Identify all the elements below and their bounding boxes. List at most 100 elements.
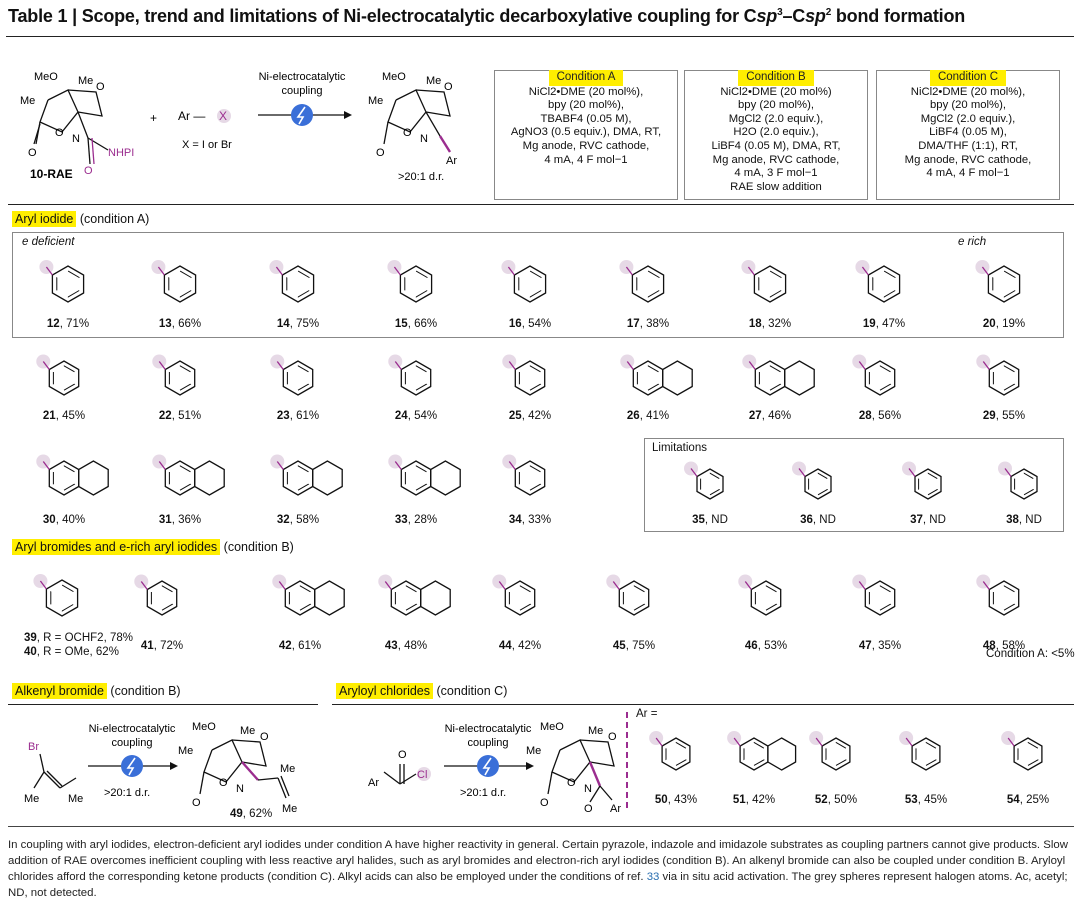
structure-53 [899,731,941,771]
structure-43 [378,574,451,616]
svg-text:Me: Me [78,75,93,87]
svg-text:MeO: MeO [34,71,58,83]
svg-text:Me: Me [68,793,83,805]
svg-text:coupling: coupling [468,737,509,749]
structure-46 [738,574,782,616]
row5-labels: 50, 43%51, 42%52, 50%53, 45%54, 25% [630,794,1070,810]
cmpd-37-label: 37, ND [910,514,946,526]
cmpd-49-label: 49, 62% [230,808,273,820]
svg-text:O: O [403,127,412,139]
halogen-sphere [727,731,742,745]
cmpd-15-label: 15, 66% [394,318,438,330]
section-alkenyl: Alkenyl bromide (condition B) [12,683,181,699]
cmpd-33-label: 33, 28% [394,514,438,526]
structure-44 [492,574,536,616]
cmpd-20-label: 20, 19% [982,318,1026,330]
row1-structures [39,260,1021,303]
table-title: Table 1 | Scope, trend and limitations o… [8,6,966,26]
svg-text:O: O [398,749,407,761]
svg-text:O: O [444,81,453,93]
section-aryl-iodide: Aryl iodide (condition A) [12,211,149,227]
structure-28 [852,354,896,396]
cmpd-40-label: 40, R = OMe, 62% [24,646,119,658]
structure-18 [741,260,787,303]
electro-bolt-icon [477,755,499,777]
e-rich-label: e rich [958,236,987,248]
svg-text:O: O [55,127,64,139]
row3-structures [36,454,546,496]
structure-50 [649,731,691,771]
halogen-sphere [649,731,664,745]
structure-13 [151,260,197,303]
cmpd-50-label: 50, 43% [654,794,698,806]
svg-text:10-RAE: 10-RAE [30,167,73,181]
svg-text:N: N [584,783,592,795]
ar-equals-label: Ar = [636,708,658,720]
structure-48 [976,574,1020,616]
cmpd-28-label: 28, 56% [858,410,902,422]
row4-structures [33,574,1020,617]
structure-51 [727,731,797,771]
svg-text:O: O [584,803,593,815]
structure-19 [855,260,901,303]
cmpd-54-label: 54, 25% [1006,794,1050,806]
svg-text:Br: Br [28,741,39,753]
cmpd-23-label: 23, 61% [276,410,320,422]
limitations-label: Limitations [652,442,707,454]
cmpd-31-label: 31, 36% [158,514,202,526]
structure-33 [388,454,461,496]
svg-text:>20:1 d.r.: >20:1 d.r. [398,171,444,183]
svg-text:coupling: coupling [112,737,153,749]
structure-34 [502,454,546,496]
structure-27 [742,354,815,396]
structure-37 [902,461,942,500]
cmpd-30-label: 30, 40% [42,514,86,526]
section-aryloyl: Aryloyl chlorides (condition C) [336,683,507,699]
structure-23 [270,354,314,396]
cmpd-24-label: 24, 54% [394,410,438,422]
svg-text:MeO: MeO [540,721,564,733]
svg-text:Me: Me [588,725,603,737]
dashed-divider [626,712,628,808]
limitations-structures [684,461,1038,500]
e-deficient-box [12,232,1064,338]
electro-bolt-icon [291,104,313,126]
svg-text:O: O [219,777,228,789]
cmpd-53-label: 53, 45% [904,794,948,806]
structure-47 [852,574,896,616]
electro-bolt-icon [121,755,143,777]
svg-text:Ar: Ar [446,155,457,167]
row2-structures [36,354,1020,396]
svg-text:O: O [540,797,549,809]
svg-text:>20:1 d.r.: >20:1 d.r. [460,787,506,799]
cmpd-19-label: 19, 47% [862,318,906,330]
svg-text:>20:1 d.r.: >20:1 d.r. [104,787,150,799]
alkenyl-rule [8,704,318,705]
aryloyl-rule [332,704,1074,705]
structure-12 [39,260,85,303]
svg-text:N: N [236,783,244,795]
figure-caption: In coupling with aryl iodides, electron-… [8,839,1068,899]
structure-25 [502,354,546,396]
section-aryl-bromides: Aryl bromides and e-rich aryl iodides (c… [12,539,294,555]
svg-text:Ar: Ar [610,803,621,815]
structure-21 [36,354,80,396]
cmpd-12-label: 12, 71% [46,318,90,330]
scheme-rule [8,204,1074,205]
cmpd-42-label: 42, 61% [278,640,322,652]
cmpd-44-label: 44, 42% [498,640,542,652]
limitations-box [644,438,1064,532]
svg-text:Ni-electrocatalytic: Ni-electrocatalytic [259,71,346,83]
structure-31 [152,454,225,496]
svg-text:O: O [376,147,385,159]
ref-link[interactable]: 33 [646,871,660,883]
structure-32 [270,454,343,496]
svg-text:coupling: coupling [282,85,323,97]
svg-text:N: N [420,133,428,145]
structure-45 [606,574,650,616]
cmpd-43-label: 43, 48% [384,640,428,652]
svg-text:Ni-electrocatalytic: Ni-electrocatalytic [445,723,532,735]
cmpd-17-label: 17, 38% [626,318,670,330]
reaction-scheme: MeO Me Me O O N O O NHPI 10-RAE + Ar — X… [20,71,457,183]
condition-a-box: Condition A NiCl2•DME (20 mol%),bpy (20 … [494,70,678,200]
